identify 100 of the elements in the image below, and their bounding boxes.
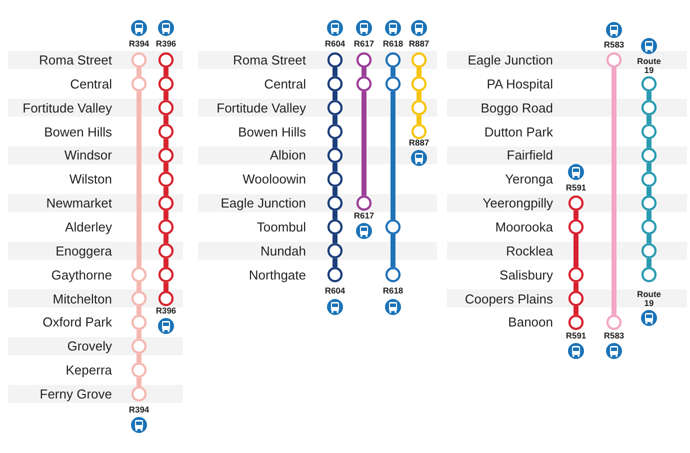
route-line (416, 91, 422, 100)
route-line (332, 68, 338, 76)
station-name: Gaythorne (51, 267, 112, 282)
stop-circle (385, 219, 401, 235)
route-line (646, 186, 652, 196)
stop-circle (158, 76, 174, 92)
route-line (390, 91, 396, 220)
route-line (574, 234, 578, 268)
route-line (332, 139, 338, 148)
route-line (136, 282, 142, 291)
stop-circle (131, 338, 147, 354)
station-name: Wilston (69, 172, 112, 187)
stop-circle (606, 52, 622, 68)
station-name: Fortitude Valley (216, 100, 306, 116)
stop-circle (641, 100, 657, 116)
station-name: Alderley (65, 219, 112, 234)
station-name: Yeerongpilly (482, 196, 553, 211)
stop-circle (356, 196, 372, 211)
stop-circle (327, 172, 343, 187)
station-name: Mitchelton (52, 291, 112, 306)
route-number: R618 (382, 40, 404, 48)
route-number: R617 (352, 212, 376, 220)
station-name: Banoon (508, 314, 553, 330)
route-line (416, 68, 422, 76)
stop-circle (158, 267, 174, 282)
station-name: Toombul (256, 219, 306, 234)
route-line (416, 115, 422, 124)
route-line (646, 234, 652, 244)
route-number: R583 (602, 40, 626, 50)
stop-circle (131, 386, 147, 402)
stop-circle (641, 76, 657, 92)
station-name: Central (70, 76, 112, 92)
route-line (164, 162, 168, 172)
stop-circle (641, 196, 657, 211)
route-line (332, 115, 338, 124)
station-name: Bowen Hills (238, 124, 306, 140)
route-number: R396 (154, 40, 178, 48)
stop-circle (158, 290, 174, 306)
route-line (136, 378, 142, 386)
station-name: Grovely (67, 338, 112, 354)
stop-circle (641, 243, 657, 258)
route-number: R617 (352, 40, 376, 48)
route-line (136, 306, 142, 315)
station-name: Albion (270, 148, 306, 163)
stop-circle (568, 267, 584, 282)
station-name: Fairfield (506, 148, 553, 163)
stop-circle (131, 362, 147, 378)
stop-circle (158, 243, 174, 258)
stop-circle (385, 52, 401, 68)
stop-circle (641, 124, 657, 140)
stop-circle (327, 52, 343, 68)
stop-circle (411, 100, 427, 116)
stop-circle (131, 290, 147, 306)
station-name: Salisbury (500, 267, 553, 282)
route-number: R618 (382, 286, 404, 296)
stop-circle (606, 314, 622, 330)
route-line (362, 68, 366, 76)
route-line (574, 282, 578, 291)
stop-circle (327, 124, 343, 140)
stop-circle (641, 267, 657, 282)
station-name: Oxford Park (42, 314, 112, 330)
station-name: Wooloowin (242, 172, 306, 187)
stop-circle (356, 76, 372, 92)
stop-circle (158, 124, 174, 140)
stop-circle (411, 76, 427, 92)
route-line (164, 234, 168, 244)
route-line (646, 139, 652, 148)
stop-circle (327, 148, 343, 163)
stop-circle (327, 100, 343, 116)
station-name: Roma Street (39, 52, 112, 68)
route-line (164, 115, 168, 124)
route-number: R583 (602, 332, 626, 340)
station-name: Bowen Hills (44, 124, 112, 140)
route-line (612, 68, 616, 315)
route-line (646, 91, 652, 100)
station-name: Eagle Junction (220, 196, 306, 211)
stop-circle (158, 219, 174, 235)
stop-circle (131, 76, 147, 92)
route-number: Route 19 (636, 290, 662, 308)
route-line (332, 210, 338, 220)
route-line (332, 186, 338, 196)
stop-circle (327, 243, 343, 258)
station-name: Moorooka (495, 219, 553, 234)
stop-circle (641, 219, 657, 235)
route-line (136, 91, 142, 268)
stop-circle (131, 52, 147, 68)
route-number: R394 (128, 40, 150, 48)
route-line (164, 258, 168, 268)
stop-circle (158, 172, 174, 187)
station-name: Rocklea (506, 243, 553, 258)
stop-circle (158, 52, 174, 68)
station-name: Newmarket (46, 196, 112, 211)
route-line (136, 354, 142, 363)
stop-circle (158, 148, 174, 163)
stop-circle (327, 267, 343, 282)
stop-circle (327, 76, 343, 92)
route-number: R591 (564, 332, 588, 340)
station-name: Dutton Park (484, 124, 553, 140)
stop-circle (568, 219, 584, 235)
stop-circle (641, 172, 657, 187)
